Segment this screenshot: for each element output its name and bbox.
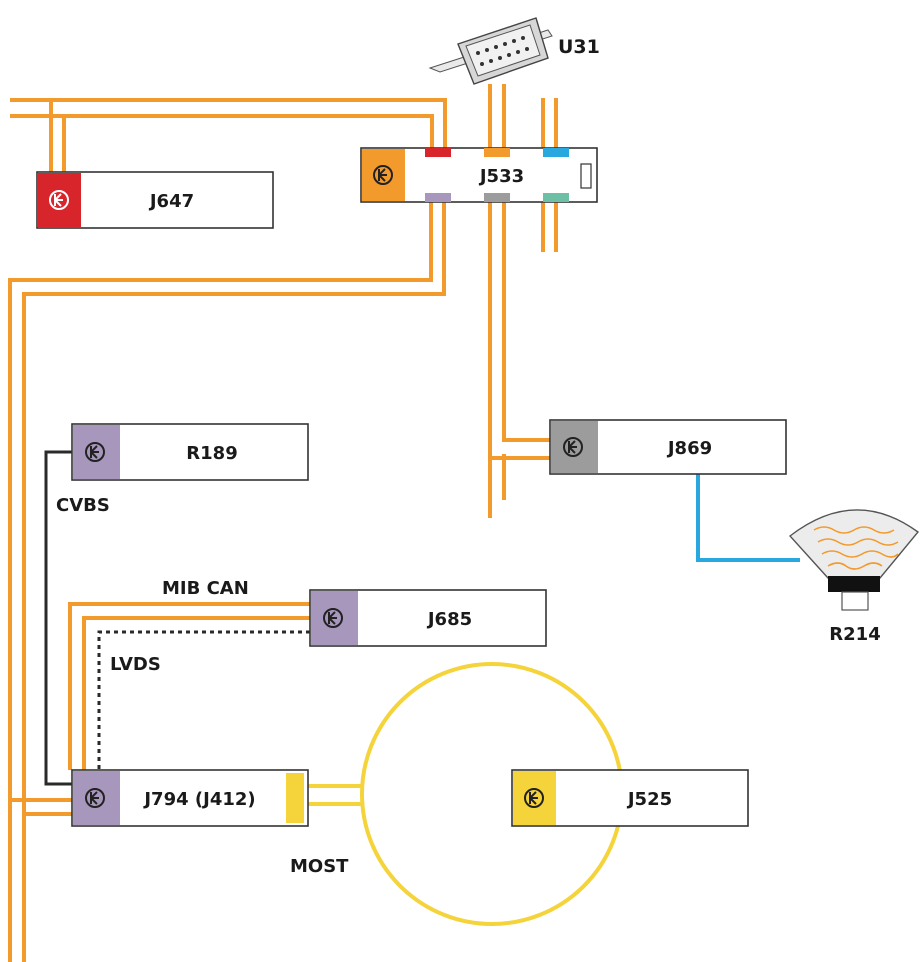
lvds-label: LVDS bbox=[110, 654, 161, 675]
j533-label: J533 bbox=[478, 166, 524, 187]
key-symbol-icon bbox=[524, 788, 544, 808]
bus-wire bbox=[82, 616, 310, 770]
cvbs-line bbox=[44, 450, 72, 786]
bus-wire bbox=[502, 202, 550, 442]
j533-port-blue bbox=[543, 148, 569, 157]
j533-port-orange bbox=[484, 148, 510, 157]
cvbs-label: CVBS bbox=[56, 495, 110, 516]
bus-wire bbox=[22, 202, 446, 962]
module-j525: J525 bbox=[511, 769, 749, 827]
bus-wire bbox=[68, 602, 310, 770]
j647-label: J647 bbox=[148, 191, 194, 212]
key-symbol-icon bbox=[373, 165, 393, 185]
r214-label: R214 bbox=[829, 624, 880, 645]
r214-speaker: R214 bbox=[788, 509, 920, 645]
module-j869: J869 bbox=[549, 419, 787, 475]
bus-wire bbox=[8, 202, 433, 962]
key-symbol-icon bbox=[85, 788, 105, 808]
j533-port-red bbox=[425, 148, 451, 157]
bus-wire bbox=[10, 114, 434, 148]
module-j794: J794 (J412) bbox=[71, 769, 309, 827]
key-symbol-icon bbox=[85, 442, 105, 462]
bus-wire bbox=[10, 98, 447, 148]
module-j647: J647 bbox=[36, 171, 274, 229]
speaker-icon bbox=[788, 509, 920, 611]
u31-label: U31 bbox=[558, 36, 600, 58]
r189-label: R189 bbox=[186, 443, 237, 464]
module-j533: J533 bbox=[360, 147, 598, 203]
key-symbol-icon bbox=[49, 190, 69, 210]
module-r189: R189 bbox=[71, 423, 309, 481]
speaker-signal-line bbox=[696, 474, 800, 562]
j794-most-port bbox=[286, 773, 304, 823]
module-j685: J685 bbox=[309, 589, 547, 647]
u31-connector: U31 bbox=[428, 17, 600, 85]
j533-port-purple bbox=[425, 193, 451, 202]
j533-port-teal bbox=[543, 193, 569, 202]
j685-label: J685 bbox=[426, 609, 472, 630]
lvds-line bbox=[97, 630, 310, 770]
j794-label: J794 (J412) bbox=[142, 789, 255, 810]
bus-wires bbox=[8, 84, 558, 962]
most-label: MOST bbox=[290, 856, 349, 877]
j525-label: J525 bbox=[626, 789, 672, 810]
diagnostic-connector-icon bbox=[428, 17, 553, 85]
mib-can-label: MIB CAN bbox=[162, 578, 249, 599]
key-symbol-icon bbox=[563, 437, 583, 457]
j869-label: J869 bbox=[666, 438, 712, 459]
j533-port-grey bbox=[484, 193, 510, 202]
key-symbol-icon bbox=[323, 608, 343, 628]
j533-slot bbox=[580, 163, 592, 189]
